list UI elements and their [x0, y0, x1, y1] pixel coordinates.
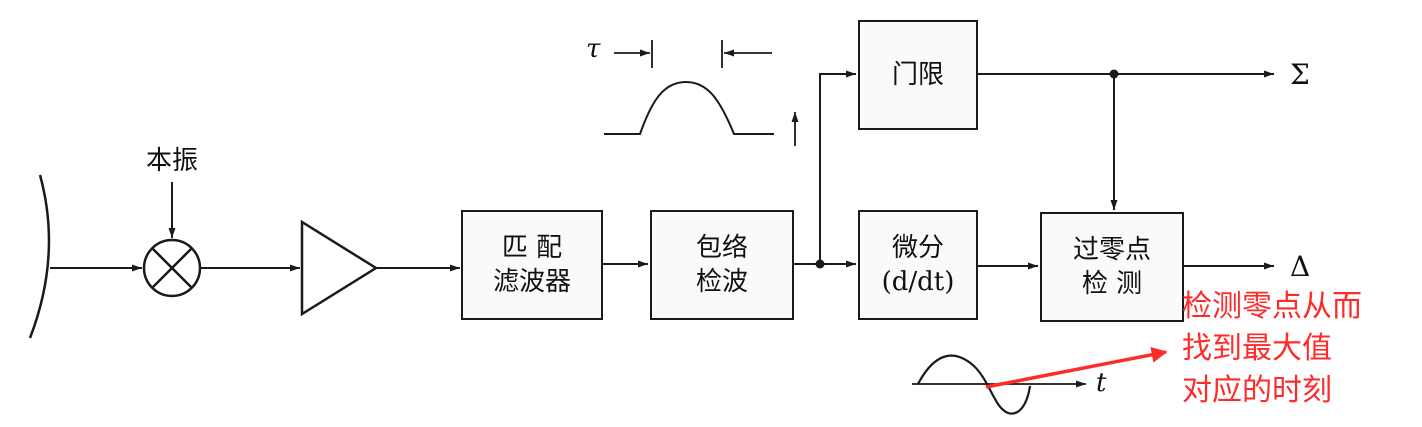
delta-output-label: Δ — [1290, 250, 1311, 283]
annotation-line1: 检测零点从而 — [1182, 289, 1362, 324]
pulse-waveform — [604, 80, 774, 135]
differentiator-line1: 微分 — [891, 233, 944, 263]
amplifier-icon — [300, 219, 379, 317]
tau-label: τ — [586, 34, 601, 64]
annotation-text: 检测零点从而 找到最大值 对应的时刻 — [1182, 286, 1362, 412]
differentiator-block: 微分 (d/dt) — [858, 210, 978, 320]
derivative-waveform — [917, 354, 1032, 415]
time-axis-label: t — [1096, 368, 1107, 398]
threshold-label: 门限 — [891, 60, 944, 90]
zero-crossing-detector-block: 过零点 检 测 — [1040, 212, 1184, 322]
matched-filter-block: 匹 配 滤波器 — [461, 210, 603, 320]
annotation-line3: 对应的时刻 — [1182, 373, 1332, 408]
sigma-output-label: Σ — [1290, 58, 1310, 91]
local-oscillator-label: 本振 — [146, 146, 199, 176]
annotation-arrow — [985, 346, 1168, 389]
matched-filter-line1: 匹 配 — [501, 233, 563, 263]
zero-crossing-line2: 检 测 — [1081, 269, 1143, 299]
antenna-icon — [28, 174, 51, 339]
annotation-line2: 找到最大值 — [1182, 331, 1332, 366]
envelope-detector-line2: 检波 — [695, 267, 748, 297]
differentiator-line2: (d/dt) — [881, 267, 955, 297]
threshold-block: 门限 — [858, 20, 978, 130]
envelope-detector-line1: 包络 — [695, 233, 748, 263]
branch-to-threshold-line — [819, 70, 856, 264]
matched-filter-line2: 滤波器 — [492, 267, 571, 297]
zero-crossing-line1: 过零点 — [1072, 235, 1151, 265]
envelope-detector-block: 包络 检波 — [650, 210, 794, 320]
